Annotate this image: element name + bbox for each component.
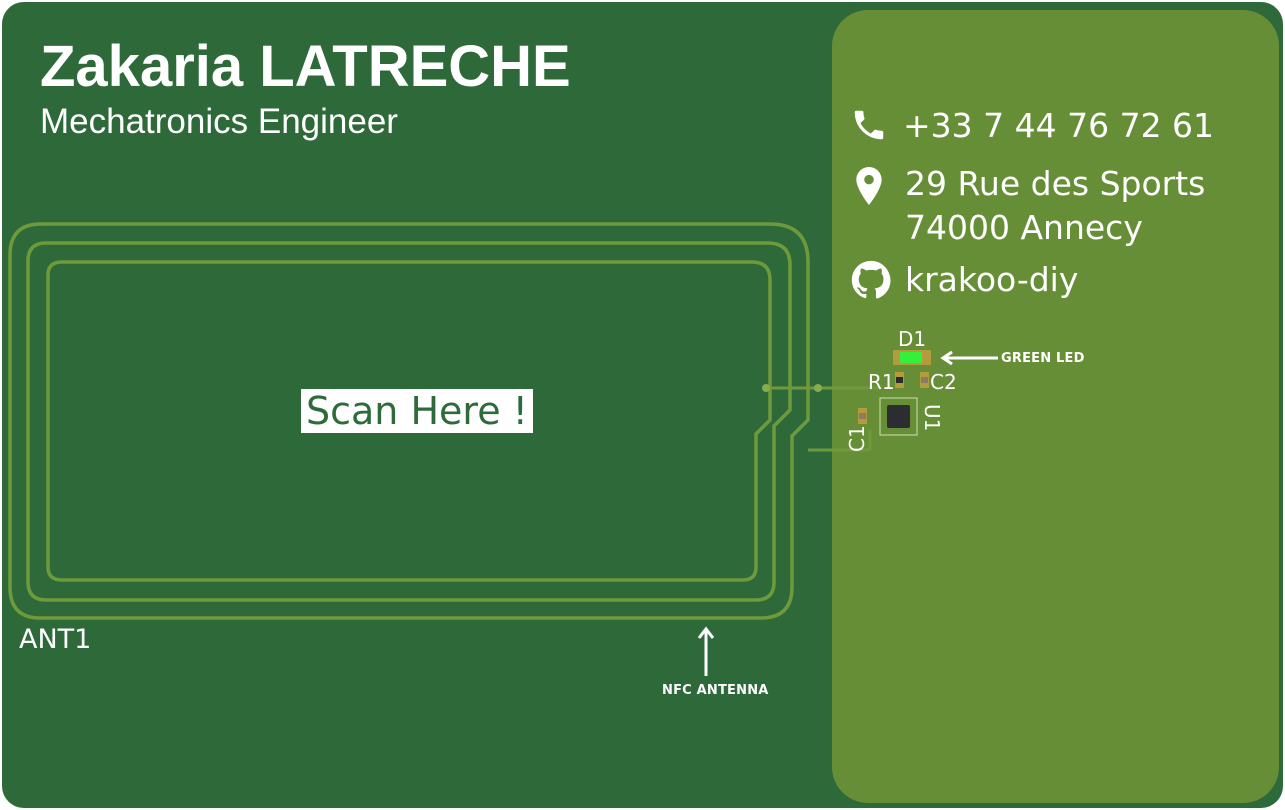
github-icon bbox=[851, 260, 891, 299]
resistor-r1 bbox=[895, 372, 904, 388]
address-line-1: 29 Rue des Sports bbox=[905, 164, 1206, 203]
designator-u1: U1 bbox=[920, 404, 944, 432]
contact-panel bbox=[832, 10, 1279, 803]
designator-ant1: ANT1 bbox=[19, 624, 92, 655]
designator-r1: R1 bbox=[868, 370, 895, 394]
via bbox=[814, 384, 822, 392]
via bbox=[762, 384, 770, 392]
arrow-up-icon bbox=[697, 626, 715, 676]
green-led-annotation: GREEN LED bbox=[1001, 351, 1085, 366]
phone-number[interactable]: +33 7 44 76 72 61 bbox=[903, 106, 1215, 145]
designator-c2: C2 bbox=[930, 370, 957, 394]
antenna-traces bbox=[766, 386, 880, 452]
capacitor-c1 bbox=[858, 408, 867, 424]
github-username[interactable]: krakoo-diy bbox=[905, 260, 1079, 299]
designator-d1: D1 bbox=[898, 327, 927, 351]
capacitor-c2 bbox=[920, 372, 929, 388]
nfc-antenna-annotation: NFC ANTENNA bbox=[662, 683, 769, 698]
designator-c1: C1 bbox=[845, 425, 869, 452]
arrow-left-icon bbox=[940, 350, 998, 366]
map-pin-icon bbox=[856, 167, 882, 205]
led-d1 bbox=[893, 350, 931, 365]
owner-title: Mechatronics Engineer bbox=[40, 102, 398, 141]
owner-name: Zakaria LATRECHE bbox=[40, 34, 571, 99]
scan-here-label: Scan Here ! bbox=[301, 389, 533, 433]
phone-icon bbox=[854, 110, 884, 140]
address-line-2: 74000 Annecy bbox=[905, 208, 1143, 247]
nfc-antenna-coil bbox=[8, 222, 810, 620]
nfc-chip-u1 bbox=[879, 397, 918, 436]
